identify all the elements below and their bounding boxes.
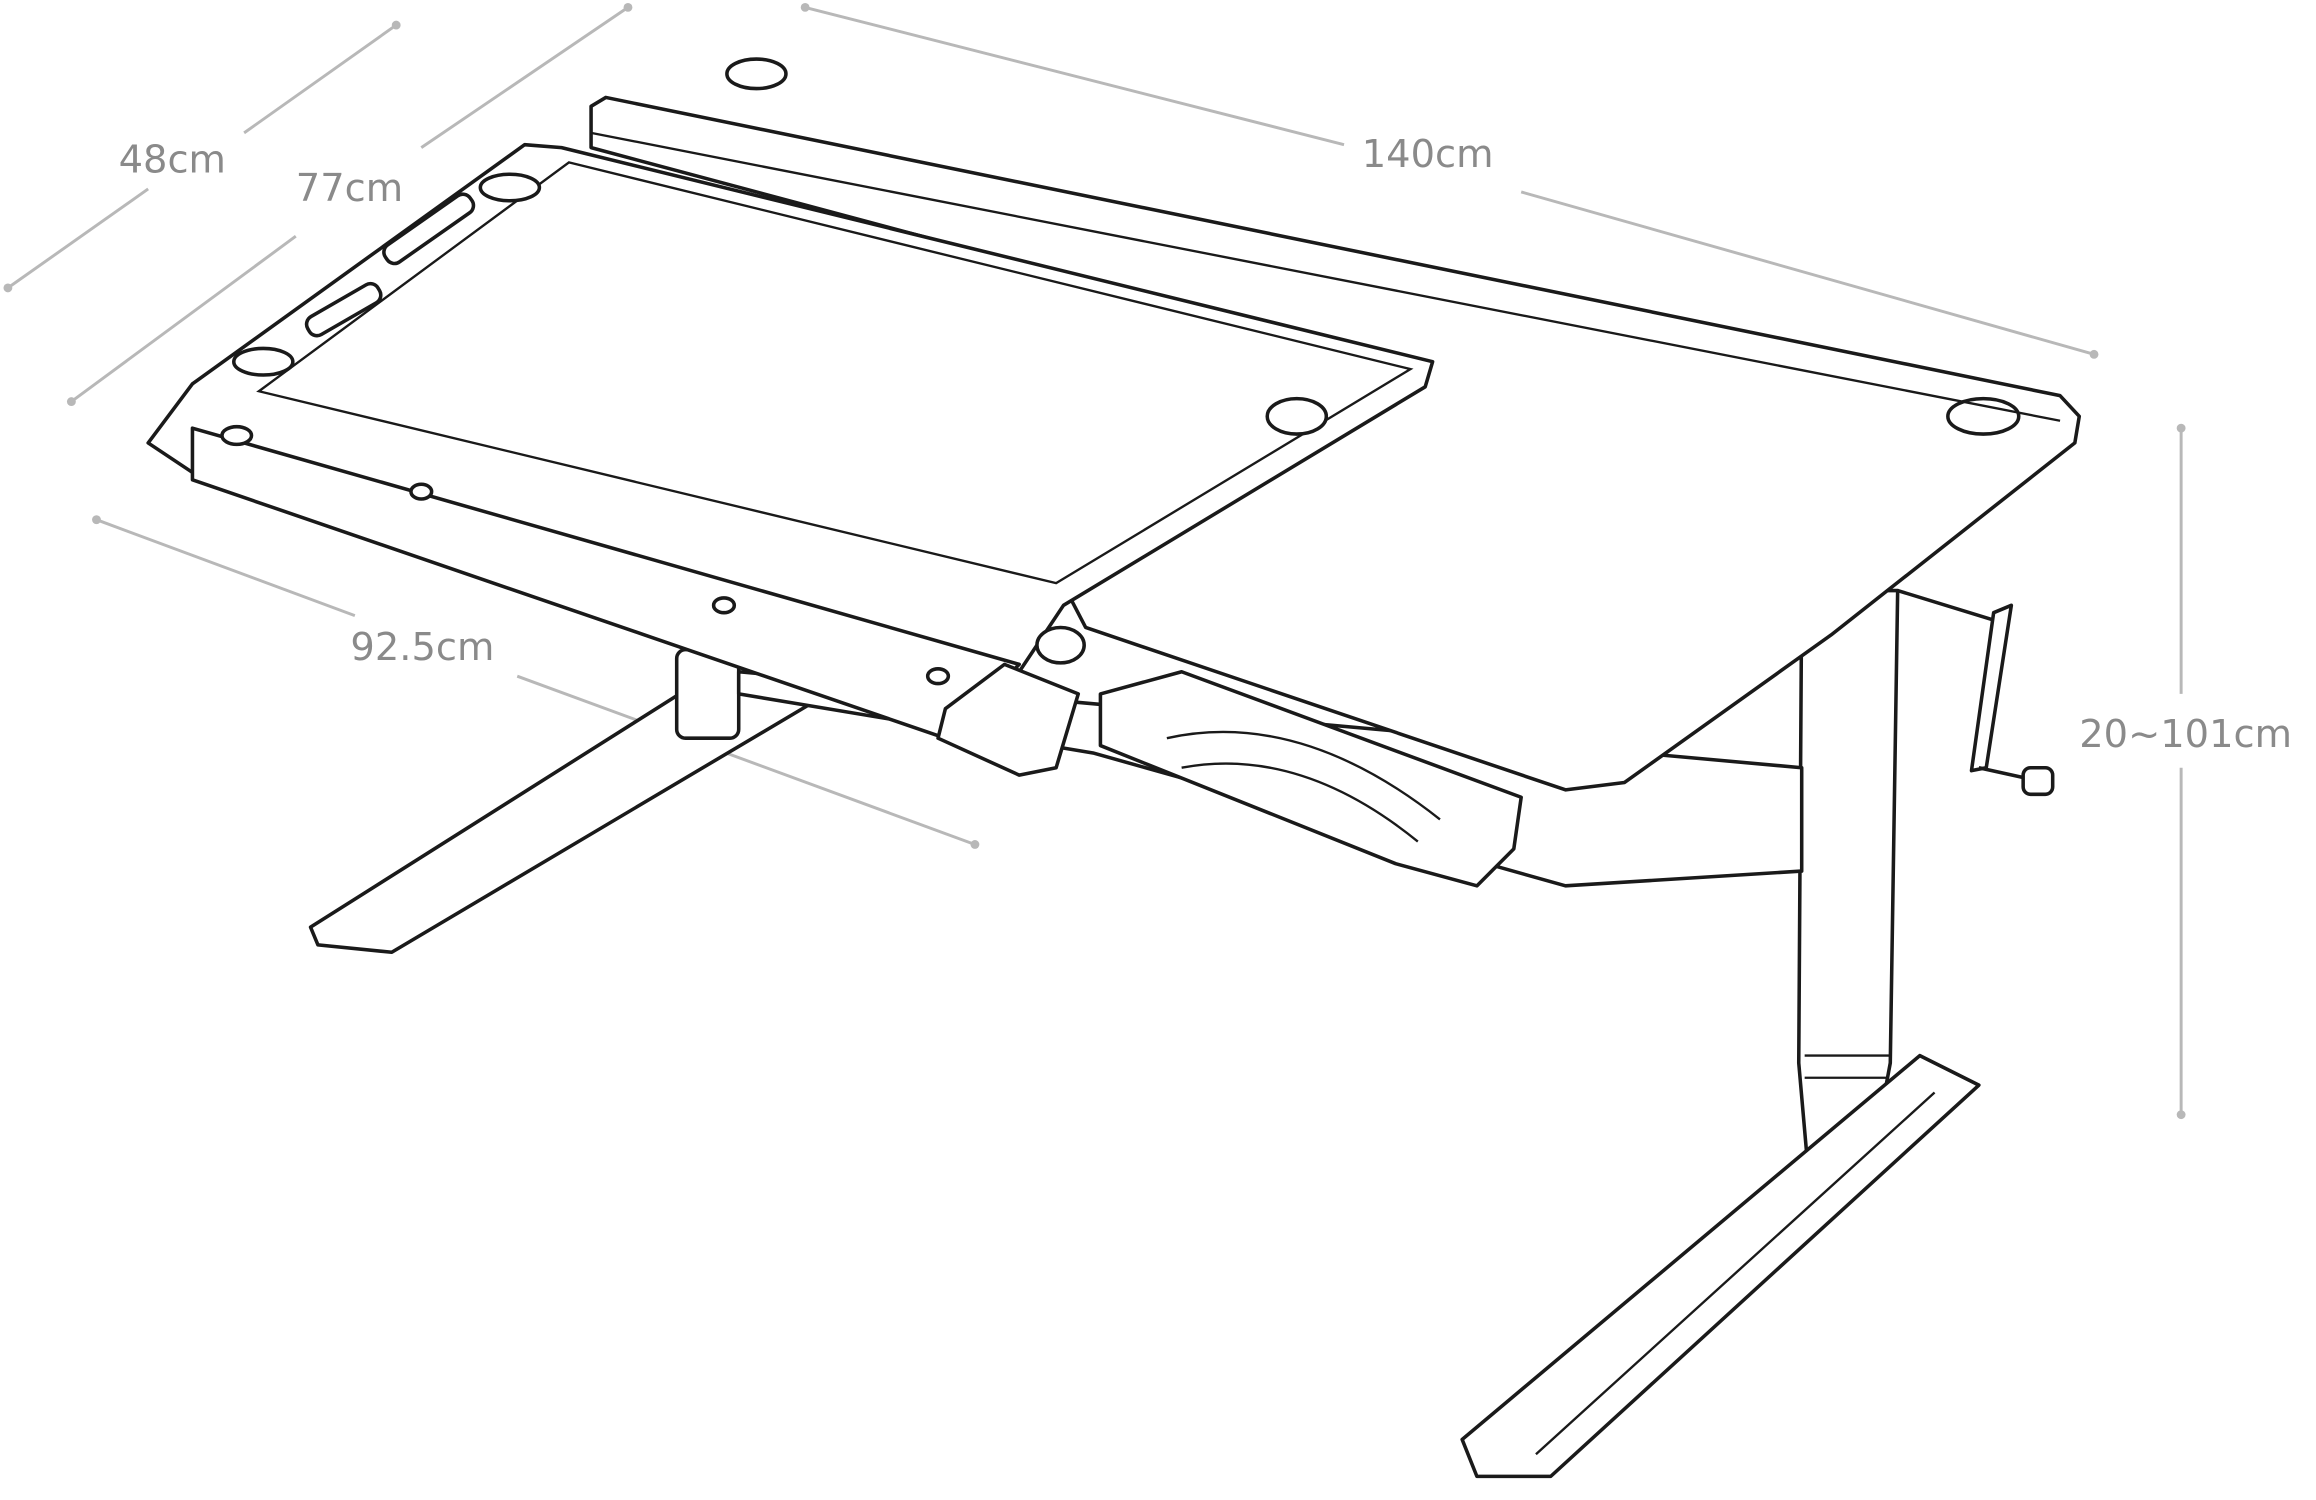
label-height-range: 20~101cm — [2079, 712, 2292, 757]
tilting-board — [146, 142, 1435, 777]
label-48cm: 48cm — [119, 138, 226, 183]
label-140cm: 140cm — [1362, 132, 1494, 177]
dimension-92-5cm: 92.5cm — [92, 515, 980, 849]
dimension-height: 20~101cm — [2079, 423, 2292, 1120]
right-leg — [1460, 588, 1981, 1479]
label-92-5cm: 92.5cm — [350, 625, 494, 670]
label-77cm: 77cm — [296, 166, 403, 211]
crank-handle-icon — [1897, 588, 2055, 797]
drawer — [1098, 669, 1523, 888]
dimension-77cm: 77cm — [66, 2, 633, 407]
dimension-140cm: 140cm — [800, 2, 2099, 359]
dimension-48cm: 48cm — [3, 20, 401, 293]
